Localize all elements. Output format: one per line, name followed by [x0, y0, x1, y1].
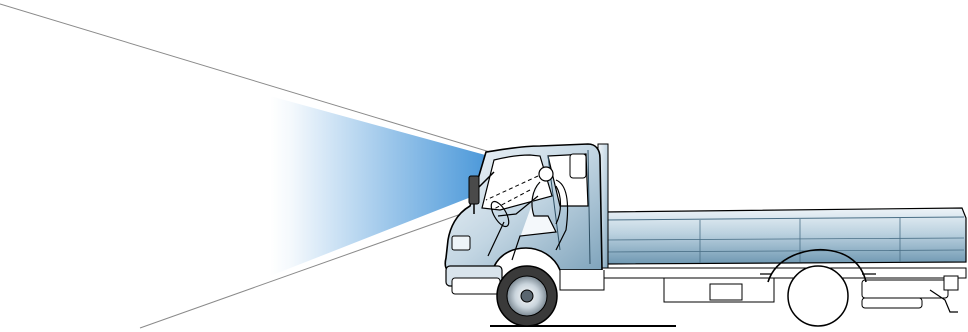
chassis	[600, 268, 966, 312]
rear-wheel	[788, 266, 848, 326]
front-wheel	[497, 266, 557, 326]
sight-line-upper	[0, 4, 490, 152]
cargo-bed	[598, 144, 966, 268]
